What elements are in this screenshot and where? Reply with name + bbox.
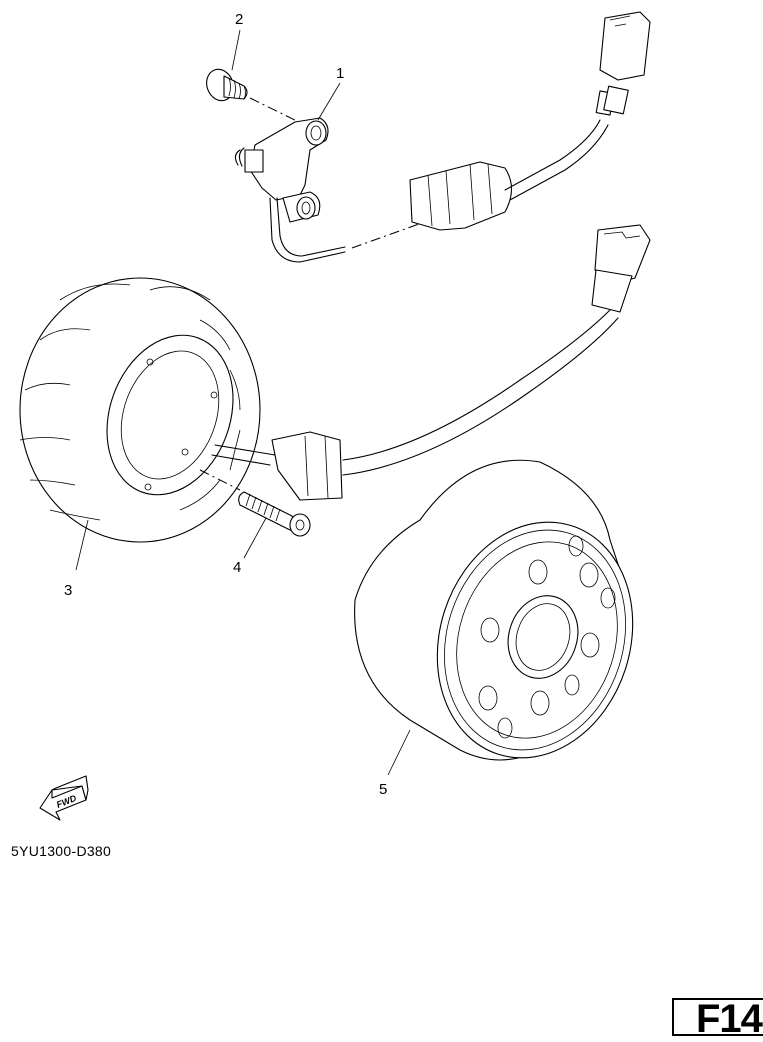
part-2-screw[interactable] [202, 66, 248, 105]
callout-2[interactable]: 2 [235, 11, 243, 28]
callout-5[interactable]: 5 [379, 781, 387, 798]
part-3-stator[interactable] [19, 277, 276, 543]
page-label: F14 [696, 997, 763, 1041]
page-label-box: F14 [672, 997, 763, 1041]
fwd-arrow-icon: FWD [39, 775, 89, 821]
leader-lines [75, 29, 411, 776]
callout-1[interactable]: 1 [336, 65, 344, 82]
callout-3[interactable]: 3 [64, 582, 72, 599]
stator-lead-connector[interactable] [271, 224, 651, 501]
part-1-sensor[interactable] [234, 11, 651, 263]
callout-4[interactable]: 4 [233, 559, 241, 576]
part-5-rotor[interactable] [354, 459, 663, 783]
part-4-bolt[interactable] [238, 491, 311, 537]
drawing-code: 5YU1300-D380 [11, 843, 112, 859]
